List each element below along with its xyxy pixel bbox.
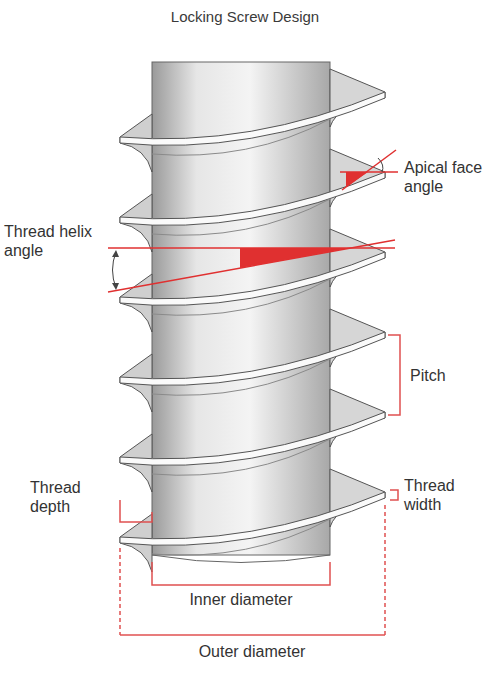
- apical-angle-marker: [340, 150, 398, 190]
- pitch-bracket: [388, 335, 400, 415]
- inner-diameter-bracket: [152, 562, 330, 585]
- thread-stroke: [120, 92, 385, 145]
- thread-stroke: [120, 172, 385, 225]
- thread-stroke: [152, 359, 330, 395]
- thread-stroke: [152, 519, 330, 555]
- thread-stroke: [152, 279, 330, 315]
- dimension-label: Inner diameter: [189, 590, 292, 609]
- dimension-label: Outer diameter: [199, 642, 306, 661]
- angle-label: Thread helix angle: [4, 222, 104, 260]
- diagram-title: Locking Screw Design: [171, 8, 319, 26]
- thread-stroke: [152, 199, 330, 235]
- thread-stroke: [120, 412, 385, 465]
- thread-stroke: [152, 439, 330, 475]
- depth-bracket: [120, 500, 152, 522]
- outer-diameter-bracket: [120, 505, 385, 635]
- screw-threads: [120, 69, 385, 572]
- thread-stroke: [152, 555, 330, 563]
- helix-angle-marker: [108, 240, 395, 292]
- thread-stroke: [120, 492, 385, 545]
- dimension-label: Thread width: [404, 476, 486, 514]
- thread-stroke: [120, 332, 385, 385]
- dimension-label: Pitch: [410, 366, 446, 385]
- thread-stroke: [152, 119, 330, 155]
- angle-label: Apical face angle: [404, 158, 486, 196]
- width-bracket: [390, 490, 398, 500]
- dimension-label: Thread depth: [30, 478, 110, 516]
